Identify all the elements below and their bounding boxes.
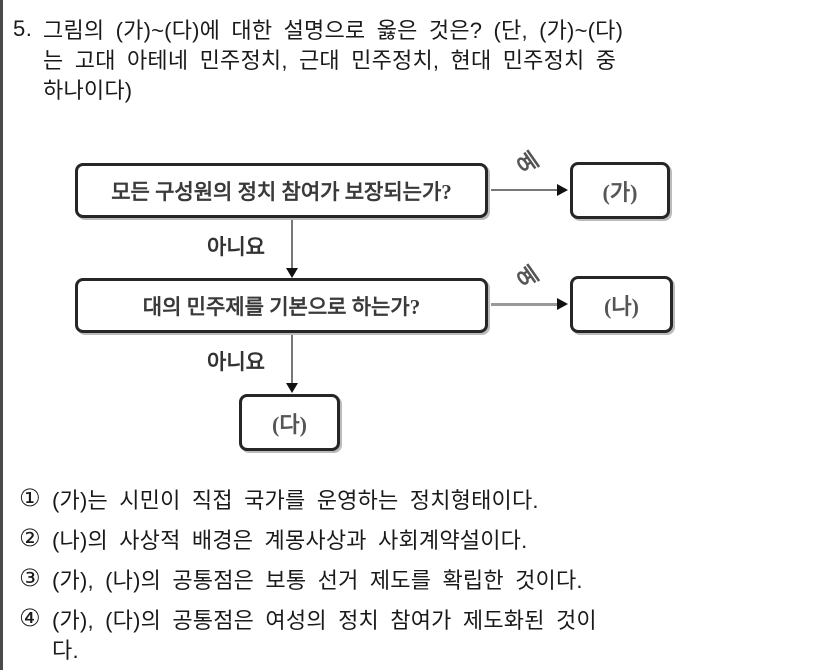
question-stem: 그림의 (가)~(다)에 대한 설명으로 옳은 것은? (단, (가)~(다) …: [43, 16, 815, 106]
choice-3-text: (가), (나)의 공통점은 보통 선거 제도를 확립한 것이다.: [52, 568, 583, 593]
flowchart: 모든 구성원의 정치 참여가 보장되는가? 예 (가) 아니요 대의 민주제를 …: [75, 147, 673, 451]
choice-1: ① (가)는 시민이 직접 국가를 운영하는 정치형태이다.: [19, 485, 815, 516]
flowchart-question2-box: 대의 민주제를 기본으로 하는가?: [75, 278, 488, 333]
arrowhead-down-icon: [286, 383, 298, 393]
choice-3: ③ (가), (나)의 공통점은 보통 선거 제도를 확립한 것이다.: [19, 565, 815, 596]
question-line: 그림의 (가)~(다)에 대한 설명으로 옳은 것은? (단, (가)~(다): [43, 18, 624, 43]
choice-4-text: (가), (다)의 공통점은 여성의 정치 참여가 제도화된 것이 다.: [52, 608, 597, 663]
choice-2-text: (나)의 사상적 배경은 계몽사상과 사회계약설이다.: [52, 528, 528, 553]
result-box-da: (다): [239, 394, 340, 451]
flowchart-question1-box: 모든 구성원의 정치 참여가 보장되는가?: [75, 163, 488, 218]
arrowhead-right-icon: [557, 298, 568, 310]
choice-2-marker: ②: [19, 525, 41, 552]
question-number: 5.: [13, 16, 33, 41]
choice-4-marker: ④: [19, 605, 41, 632]
result-box-ga: (가): [570, 162, 670, 219]
choice-2: ② (나)의 사상적 배경은 계몽사상과 사회계약설이다.: [19, 525, 815, 556]
arrowhead-down-icon: [286, 268, 298, 278]
no-arrow-line-1: [291, 220, 293, 270]
yes-label-1: 예: [512, 147, 544, 180]
no-arrow-line-2: [291, 335, 293, 385]
yes-label-2: 예: [512, 261, 544, 294]
arrowhead-right-icon: [557, 184, 568, 196]
result-box-na: (나): [570, 276, 673, 333]
question-line: 는 고대 아테네 민주정치, 근대 민주정치, 현대 민주정치 중: [43, 48, 617, 73]
yes-arrow-line-2: [491, 303, 558, 306]
choice-1-marker: ①: [19, 485, 41, 512]
no-label-1: 아니요: [207, 235, 265, 259]
choice-3-marker: ③: [19, 565, 41, 592]
choice-4: ④ (가), (다)의 공통점은 여성의 정치 참여가 제도화된 것이 다.: [19, 605, 815, 666]
question-line: 하나이다): [43, 78, 133, 103]
no-label-2: 아니요: [207, 350, 265, 374]
choice-1-text: (가)는 시민이 직접 국가를 운영하는 정치형태이다.: [52, 488, 539, 513]
yes-arrow-line-1: [491, 189, 558, 191]
page-left-rule: [0, 0, 3, 670]
